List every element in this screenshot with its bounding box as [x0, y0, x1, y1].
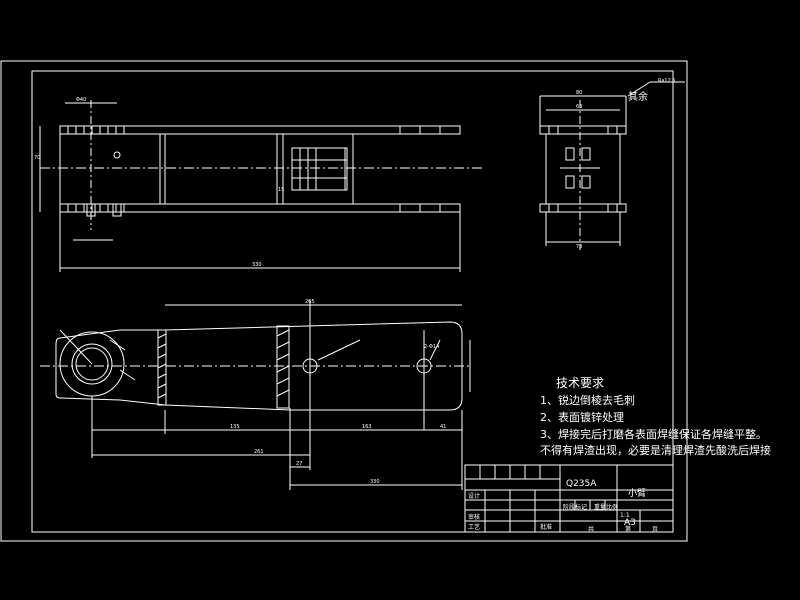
- ratio-label: 比例: [606, 504, 619, 511]
- dim-side-bottom: 73: [576, 244, 583, 250]
- outer-border: [0, 60, 688, 542]
- sheet-label: 页: [652, 526, 659, 533]
- weight-label: 重量: [594, 504, 607, 511]
- inner-border: [31, 70, 674, 533]
- dim-bottom-261: 261: [254, 449, 264, 455]
- title-block: [464, 464, 674, 533]
- part-name: 小臂: [628, 489, 647, 499]
- sheet-size: A3: [624, 518, 636, 528]
- dim-bottom-27: 27: [296, 461, 303, 467]
- dim-top-small: Φ40: [76, 97, 87, 103]
- dim-top-mid: 15: [278, 187, 285, 193]
- dim-top-overall: 330: [252, 262, 262, 268]
- side-view: [539, 81, 685, 250]
- dim-bottom-41: 41: [440, 424, 447, 430]
- dim-top-height: 70: [34, 155, 41, 161]
- dim-side-top: 80: [576, 90, 583, 96]
- tech-requirement-2: 2、表面镀锌处理: [540, 411, 624, 424]
- roughness-label: Ra12.5: [658, 78, 676, 84]
- front-view: [40, 300, 471, 490]
- dim-bottom-163: 163: [362, 424, 372, 430]
- tech-requirement-3: 3、焊接完后打磨各表面焊缝保证各焊缝平整。: [540, 428, 767, 441]
- side-view-note: 其余: [628, 92, 648, 103]
- dim-bottom-len: 265: [305, 299, 315, 305]
- dim-bottom-330: 330: [370, 479, 380, 485]
- design-label: 设计: [468, 493, 481, 500]
- scale-label: 1:1: [620, 512, 630, 519]
- tech-requirement-1: 1、锐边倒棱去毛刺: [540, 394, 635, 407]
- approve-label: 批准: [540, 524, 553, 531]
- stage-label: 阶段标记: [563, 504, 588, 511]
- tech-requirements-title: 技术要求: [556, 376, 605, 390]
- tech-requirement-4: 不得有焊渣出现，必要是清理焊渣先酸洗后焊接: [540, 444, 771, 457]
- dim-side-top2: 63: [576, 104, 583, 110]
- total-label: 共: [588, 526, 595, 533]
- check-label: 审核: [468, 514, 481, 521]
- dim-bottom-135: 135: [230, 424, 240, 430]
- dim-hole-label: 2-Φ14: [424, 344, 440, 350]
- top-view: [39, 100, 485, 272]
- process-label: 工艺: [468, 524, 481, 531]
- material-label: Q235A: [566, 479, 597, 489]
- sheet-number-label: 第: [625, 526, 632, 533]
